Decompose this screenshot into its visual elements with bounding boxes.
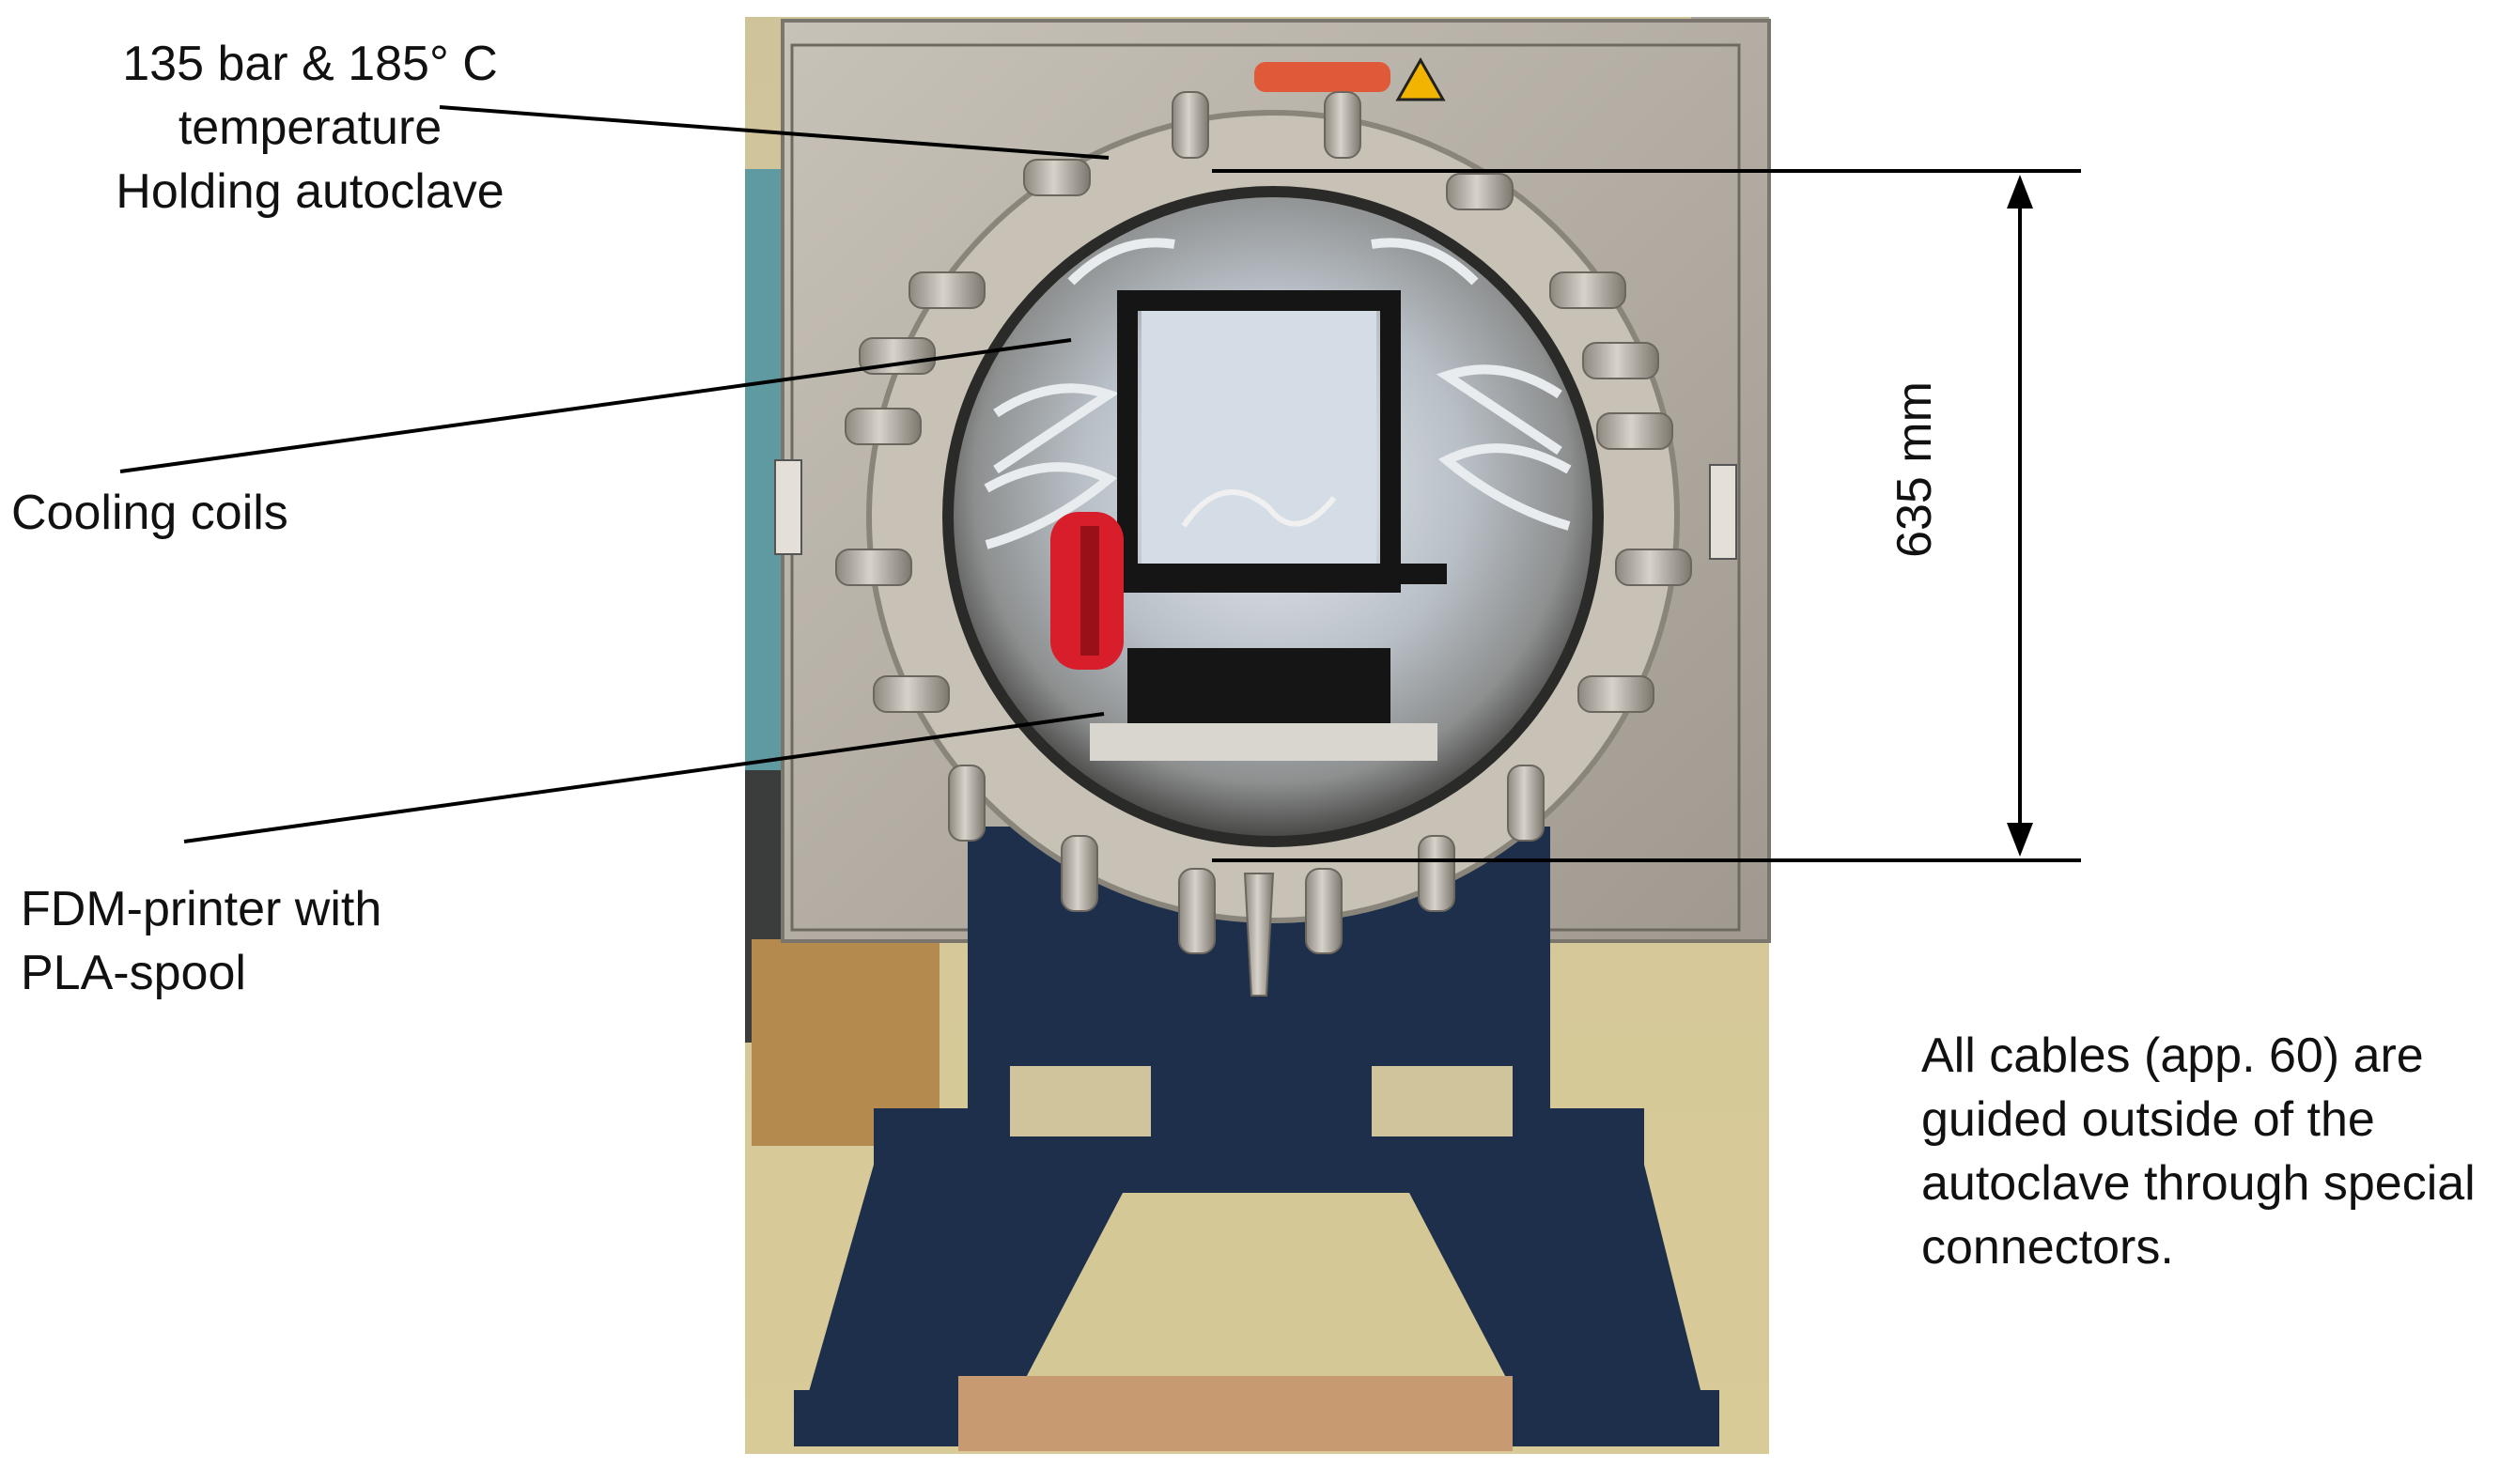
coil-5 xyxy=(1067,238,1175,286)
cooling-coils-annotation: Cooling coils xyxy=(11,486,288,540)
cables-annotation: All cables (app. 60) are guided outside … xyxy=(1921,1028,2476,1275)
warning-triangle-icon xyxy=(1395,56,1446,101)
bolt xyxy=(1324,91,1361,159)
bolt xyxy=(1172,91,1209,159)
printer-annotation: FDM-printer with PLA-spool xyxy=(21,882,382,1000)
coil-1 xyxy=(993,383,1120,474)
printer-base xyxy=(1127,648,1390,737)
coil-3 xyxy=(1436,364,1562,456)
dimension-arrow-top xyxy=(2007,175,2033,209)
bolt xyxy=(1446,173,1514,210)
stand-leg-right xyxy=(1362,1165,1710,1428)
autoclave-annotation: 135 bar & 185° C temperature Holding aut… xyxy=(116,37,505,219)
coil-4 xyxy=(1437,443,1572,531)
bolt xyxy=(873,675,950,713)
printer-gantry xyxy=(1132,564,1447,584)
coil-2 xyxy=(984,462,1118,549)
photo xyxy=(745,17,1771,1454)
stand-arch-opening xyxy=(1019,1193,1513,1390)
bolt xyxy=(1061,835,1098,912)
dimension-arrow-bottom xyxy=(2007,823,2033,857)
stand-leg-left xyxy=(799,1165,1156,1428)
leader-lines xyxy=(119,105,1110,843)
bolt xyxy=(909,271,986,309)
drain-valve xyxy=(1243,873,1275,997)
bolt xyxy=(845,408,922,445)
bolt xyxy=(1178,868,1216,954)
bolt xyxy=(1023,159,1091,196)
flange-bolts xyxy=(835,91,1692,997)
bolt xyxy=(1615,549,1692,586)
pla-spool-core xyxy=(1080,526,1099,656)
leader-line-printer xyxy=(183,712,1105,843)
dimension-label: 635 mm xyxy=(1887,381,1942,558)
cooling-coils xyxy=(984,238,1572,549)
printer-cables xyxy=(1181,489,1337,528)
coil-6 xyxy=(1371,238,1479,286)
bolt xyxy=(1596,412,1673,450)
side-latch-right xyxy=(1709,464,1737,560)
stand-window-right xyxy=(1372,1066,1513,1136)
leader-line-cooling-coils xyxy=(119,338,1072,473)
bolt xyxy=(1305,868,1343,954)
bolt xyxy=(835,549,912,586)
stand-crossbar xyxy=(874,1108,1644,1193)
bolt xyxy=(1577,675,1654,713)
bolt xyxy=(1549,271,1626,309)
leader-line-autoclave xyxy=(439,105,1110,160)
dimension-marker xyxy=(1212,169,2081,862)
stand-window-left xyxy=(1010,1066,1151,1136)
printer-platform xyxy=(1090,723,1437,761)
printer-back-panel xyxy=(1142,310,1376,564)
bolt xyxy=(948,765,986,842)
bolt xyxy=(1418,835,1455,912)
bolt xyxy=(1507,765,1545,842)
bolt xyxy=(1582,342,1659,379)
cardboard-on-floor xyxy=(958,1376,1513,1451)
stand-foot-right xyxy=(1475,1390,1719,1446)
side-latch-left xyxy=(774,459,802,555)
red-handle xyxy=(1254,62,1390,92)
fdm-printer xyxy=(1050,290,1447,761)
